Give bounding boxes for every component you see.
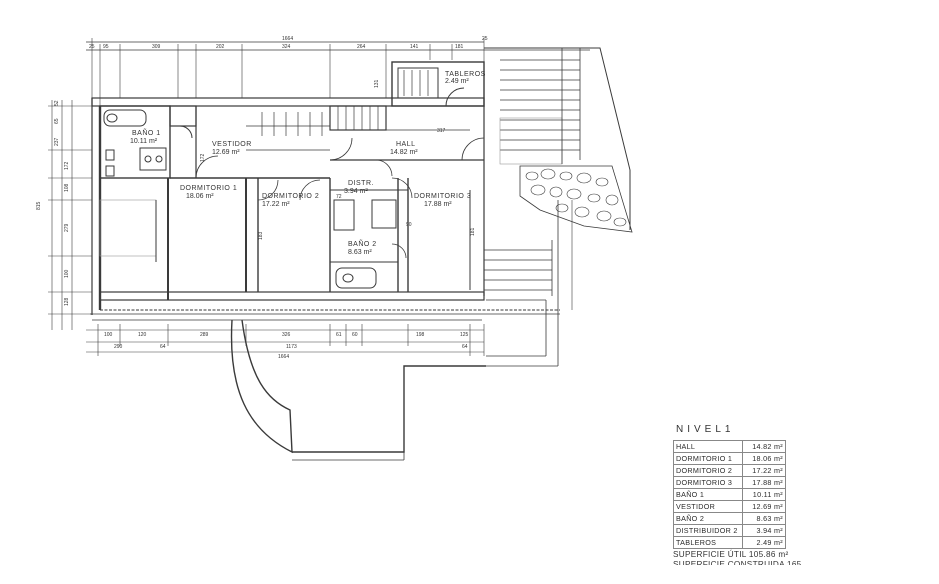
room-dormitorio2-area: 17.22 m² xyxy=(262,201,290,208)
dim-bottom-a-1: 120 xyxy=(138,332,147,338)
room-tableros-area: 2.49 m² xyxy=(445,78,469,85)
room-tableros-name: TABLEROS xyxy=(445,71,486,78)
dim-left-3: 172 xyxy=(64,161,70,170)
dim-inner-0: 172 xyxy=(200,153,206,162)
dim-inner-4: 72 xyxy=(336,194,342,200)
dim-left-0: 52 xyxy=(54,100,60,106)
dim-bottom-a-7: 125 xyxy=(460,332,469,338)
room-dormitorio3-name: DORMITORIO 3 xyxy=(414,193,471,200)
room-distr-area: 3.94 m² xyxy=(344,188,368,195)
dim-bottom-a-2: 289 xyxy=(200,332,209,338)
dim-bottom-total: 1664 xyxy=(278,354,289,360)
room-distr-name: DISTR. xyxy=(348,180,374,187)
dim-bottom-a-4: 61 xyxy=(336,332,342,338)
dim-bottom-a-6: 198 xyxy=(416,332,425,338)
room-dormitorio2-name: DORMITORIO 2 xyxy=(262,193,319,200)
dim-bottom-a-3: 326 xyxy=(282,332,291,338)
dim-bottom-b-0: 290 xyxy=(114,344,123,350)
room-dormitorio1-area: 18.06 m² xyxy=(186,193,214,200)
dim-inner-5: 131 xyxy=(374,79,380,88)
room-bano2-name: BAÑO 2 xyxy=(348,239,377,248)
dim-top-3: 202 xyxy=(216,44,225,50)
dim-top-1: 95 xyxy=(103,44,109,50)
dim-inner-2: 181 xyxy=(470,227,476,236)
dim-top-2: 309 xyxy=(152,44,161,50)
dim-top-8: 25 xyxy=(482,36,488,42)
legend-title: NIVEL1 xyxy=(676,424,735,435)
dim-left-4: 108 xyxy=(64,183,70,192)
dim-bottom-a-5: 60 xyxy=(352,332,358,338)
dim-top-7: 181 xyxy=(455,44,464,50)
room-hall-name: HALL xyxy=(396,141,416,148)
dim-left-7: 128 xyxy=(64,297,70,306)
dim-bottom-a-0: 100 xyxy=(104,332,113,338)
dim-top-total: 1664 xyxy=(282,36,293,42)
dim-top-6: 141 xyxy=(410,44,419,50)
room-vestidor-name: VESTIDOR xyxy=(212,141,252,148)
built-area-cut: SUPERFICIE CONSTRUIDA 165 xyxy=(673,560,802,565)
dim-left-1: 65 xyxy=(54,118,60,124)
dim-top-5: 264 xyxy=(357,44,366,50)
dim-top-0: 25 xyxy=(89,44,95,50)
dim-inner-3: 90 xyxy=(406,222,412,228)
dim-left-total: 815 xyxy=(36,201,42,210)
room-dormitorio3-area: 17.88 m² xyxy=(424,201,452,208)
dim-left-2: 237 xyxy=(54,137,60,146)
total-useful-area: SUPERFICIE ÚTIL 105.86 m² xyxy=(673,550,789,559)
room-bano1-name: BAÑO 1 xyxy=(132,128,161,137)
dim-left-6: 100 xyxy=(64,269,70,278)
dim-bottom-b-1: 64 xyxy=(160,344,166,350)
dim-top-4: 324 xyxy=(282,44,291,50)
dim-inner-1: 183 xyxy=(258,231,264,240)
room-dormitorio1-name: DORMITORIO 1 xyxy=(180,185,237,192)
dim-left-5: 279 xyxy=(64,223,70,232)
room-vestidor-area: 12.69 m² xyxy=(212,149,240,156)
room-bano2-area: 8.63 m² xyxy=(348,249,372,256)
dim-hall-width: 317 xyxy=(437,128,446,134)
dim-bottom-b-3: 64 xyxy=(462,344,468,350)
room-hall-area: 14.82 m² xyxy=(390,149,418,156)
dim-bottom-b-2: 1173 xyxy=(286,344,297,350)
room-bano1-area: 10.11 m² xyxy=(130,138,158,145)
